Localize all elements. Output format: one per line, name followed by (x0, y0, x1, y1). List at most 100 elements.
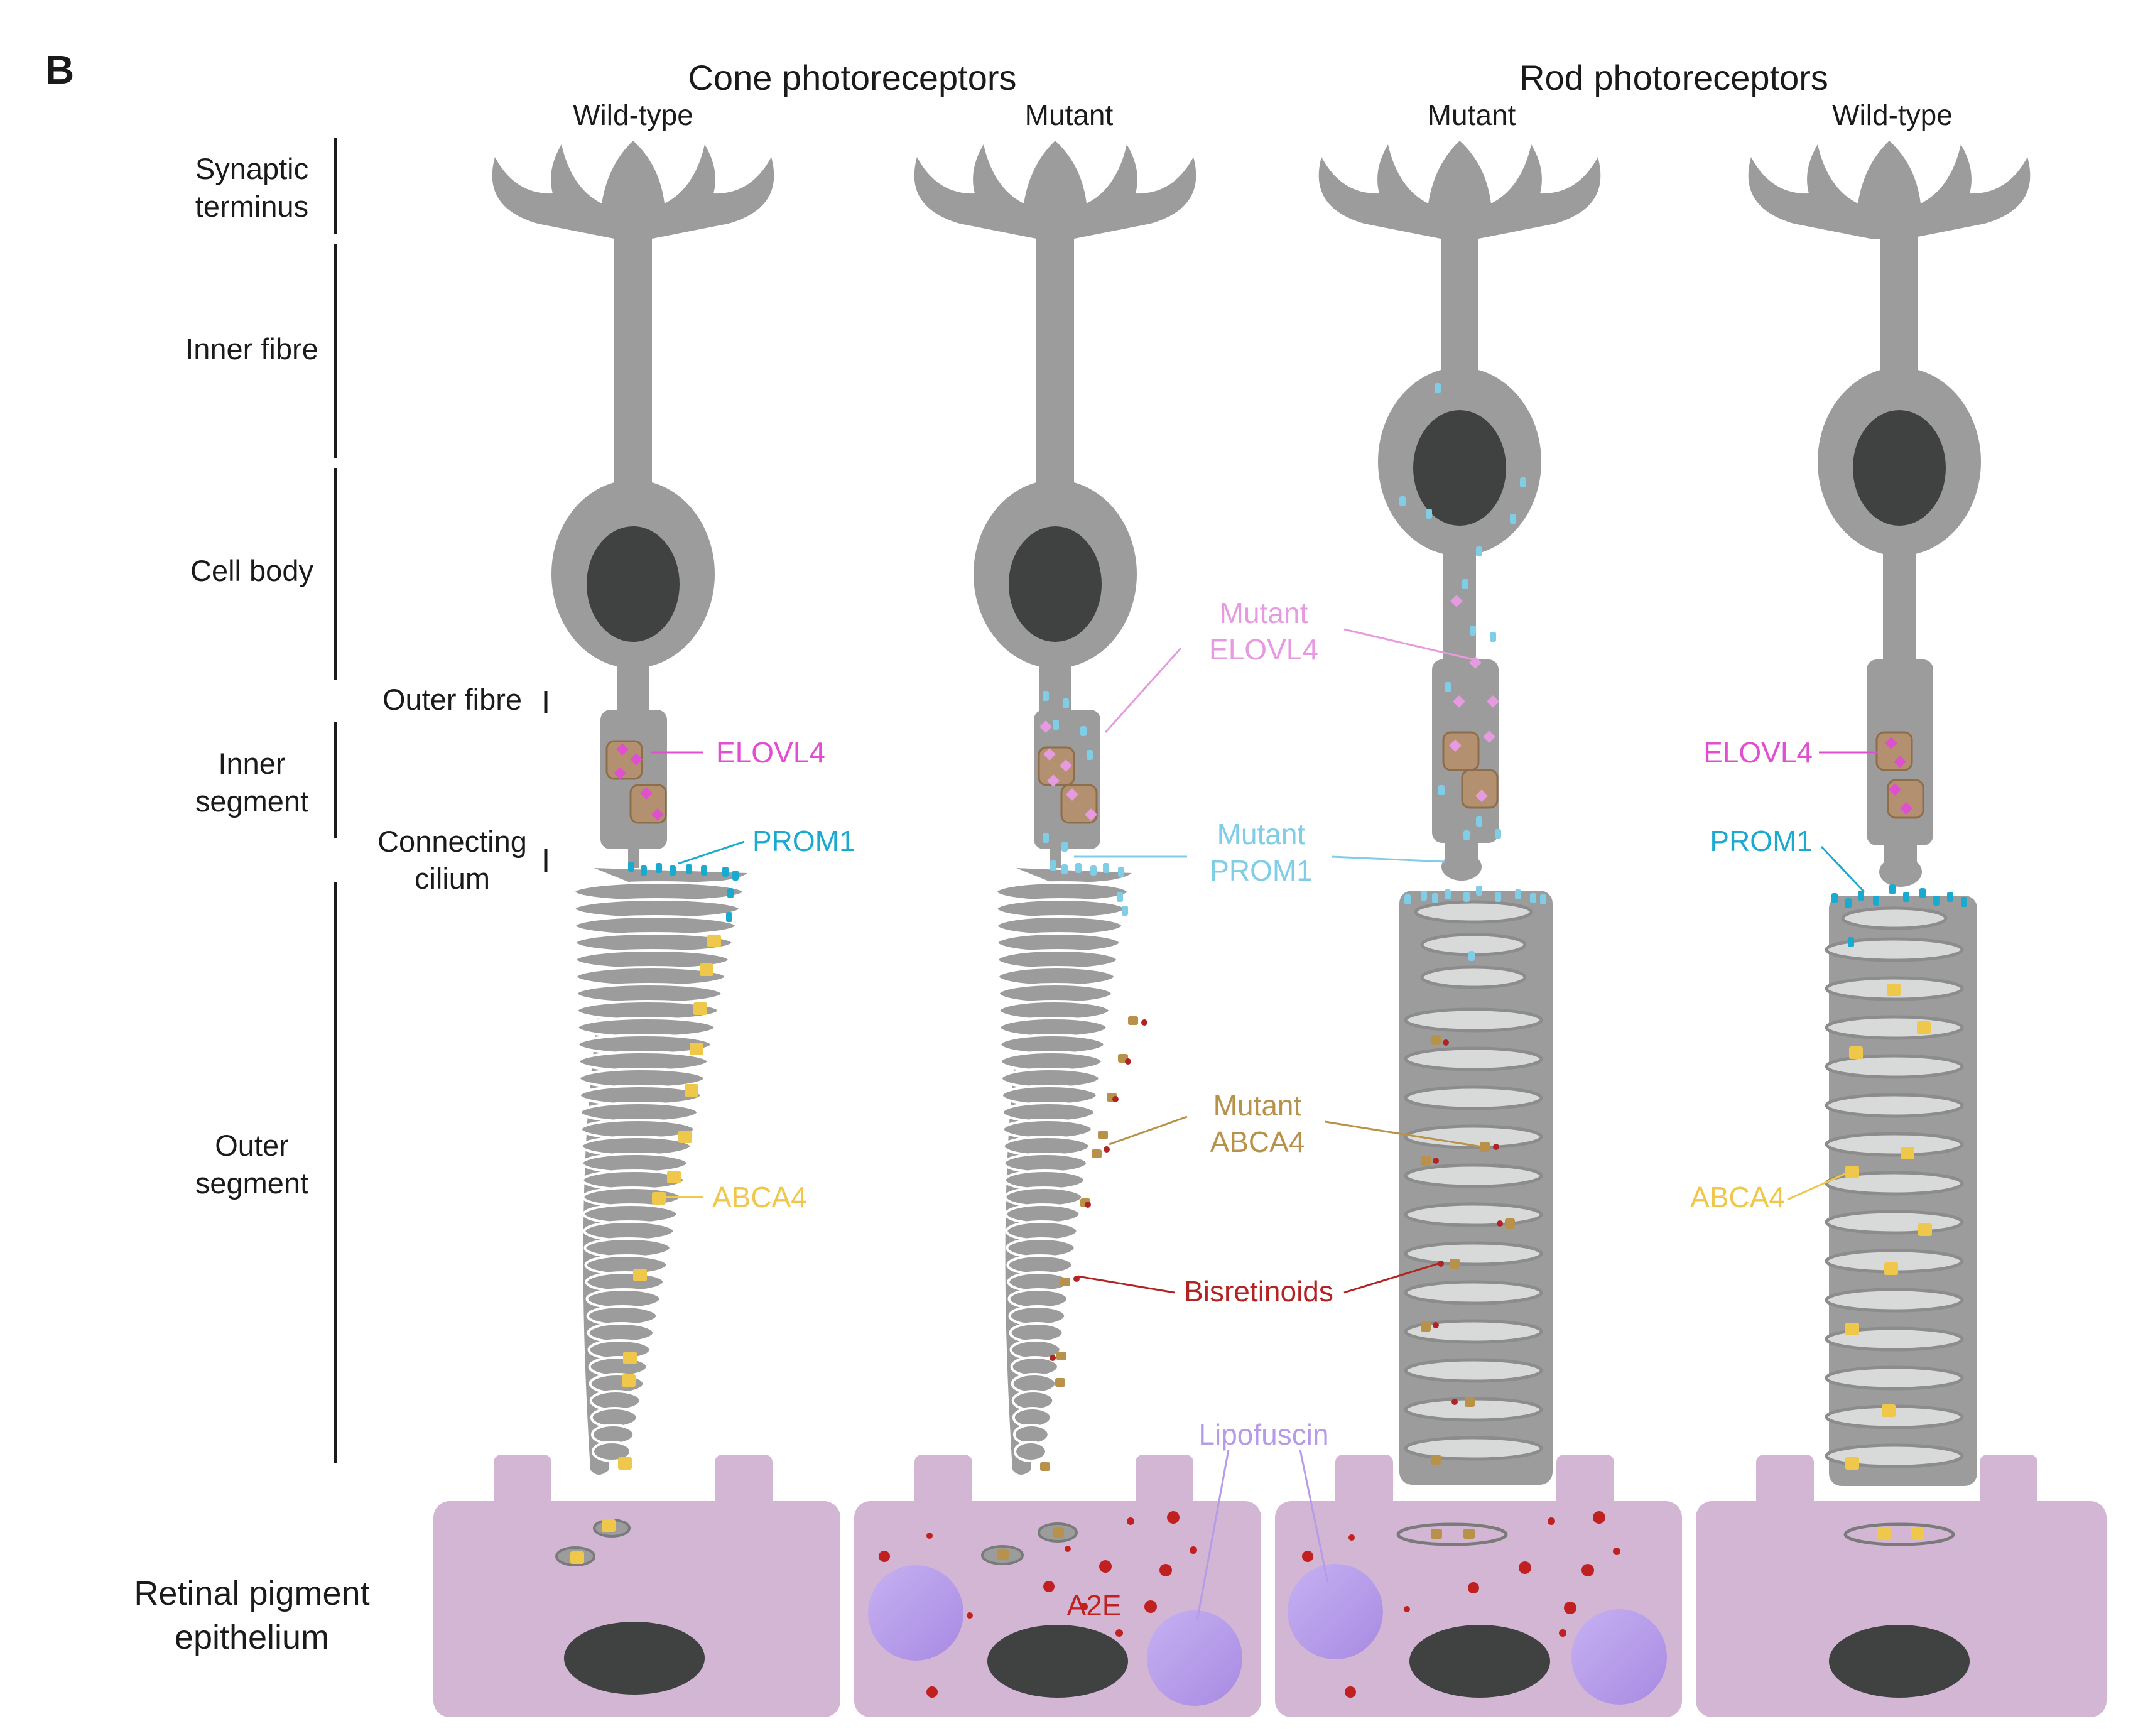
abca4-marker (1040, 1462, 1050, 1471)
synaptic-terminus-label-line1: Synaptic (195, 152, 308, 185)
bisretinoid-dot (1141, 1019, 1147, 1026)
rod-discs (1404, 900, 1543, 1461)
abca4-marker (623, 1352, 637, 1364)
mutant-abca4-label-line2: ABCA4 (1210, 1126, 1305, 1158)
cone-disc (592, 1441, 632, 1462)
bisretinoid-dot (1125, 1058, 1131, 1065)
cone-mutant-label: Mutant (1025, 99, 1114, 131)
synaptic-terminus (914, 141, 1196, 239)
abca4-marker (622, 1374, 636, 1387)
rpe-layer (433, 1455, 2107, 1717)
prom1-marker (686, 864, 692, 874)
outer-segment-label-line1: Outer (215, 1129, 289, 1162)
abca4-marker (1055, 1378, 1065, 1387)
abca4-marker (667, 1171, 681, 1183)
rpe-cell-2 (854, 1455, 1261, 1717)
lipofuscin-granule (1147, 1610, 1242, 1706)
bisretinoids-label: Bisretinoids (1184, 1275, 1333, 1308)
abca4-marker (652, 1192, 666, 1205)
abca4-marker (707, 935, 721, 947)
abca4-marker (690, 1043, 703, 1055)
prom1-marker (726, 912, 732, 922)
abca4-marker (633, 1269, 647, 1281)
abca4-label-rod: ABCA4 (1690, 1181, 1785, 1213)
abca4-marker (1060, 1278, 1070, 1286)
prom1-marker (1061, 864, 1068, 874)
inner-segment-label-line2: segment (195, 784, 308, 818)
bisretinoid-dot (1085, 1202, 1091, 1208)
mutant-prom1-label-line1: Mutant (1217, 818, 1306, 850)
rod-wildtype-label: Wild-type (1832, 99, 1953, 131)
connecting-cilium-label-line1: Connecting (377, 825, 527, 858)
prom1-label-rod: PROM1 (1710, 825, 1813, 857)
prom1-marker (1122, 906, 1128, 916)
rod-wildtype-cell (1748, 141, 2031, 1486)
lipofuscin-granule (1288, 1564, 1383, 1659)
prom1-marker (1118, 867, 1124, 877)
prom1-marker (701, 865, 707, 876)
cone-disc-layer (573, 860, 1147, 1471)
outer-segment-label-line2: segment (195, 1166, 308, 1200)
a2e-particles (1302, 1511, 1620, 1698)
connecting-cilium-label-line2: cilium (415, 862, 490, 895)
outer-fibre-label: Outer fibre (382, 683, 522, 716)
elovl4-label-rod: ELOVL4 (1703, 736, 1813, 769)
rpe-cell-1 (433, 1455, 840, 1717)
lipofuscin-granule (1571, 1609, 1667, 1705)
abca4-marker (693, 1002, 707, 1015)
elovl4-label-cone: ELOVL4 (716, 736, 825, 769)
panel-letter: B (45, 47, 74, 92)
prom1-label-cone: PROM1 (752, 825, 855, 857)
abca4-marker (1128, 1016, 1138, 1025)
abca4-marker (618, 1457, 632, 1470)
prom1-marker (732, 871, 739, 881)
prom1-marker (628, 862, 634, 872)
a2e-label: A2E (1067, 1589, 1122, 1622)
prom1-marker (1075, 863, 1082, 873)
cone-photoreceptors-header: Cone photoreceptors (688, 58, 1016, 97)
prom1-marker (1090, 865, 1097, 876)
cell-body-label: Cell body (190, 554, 313, 587)
bisretinoid-dot (1050, 1355, 1056, 1361)
mutant-elovl4-label-line1: Mutant (1220, 597, 1308, 629)
prom1-marker (1050, 860, 1056, 871)
lipofuscin-granule (868, 1565, 963, 1661)
abca4-marker (1056, 1352, 1066, 1360)
rod-photoreceptors-header: Rod photoreceptors (1519, 58, 1828, 97)
prom1-marker (670, 865, 676, 876)
inner-segment-label-line1: Inner (218, 747, 285, 780)
rpe-cell-3 (1275, 1455, 1682, 1717)
cone-disc (1014, 1441, 1048, 1462)
abca4-label-cone: ABCA4 (712, 1181, 807, 1213)
prom1-marker (1117, 892, 1123, 902)
mutant-abca4-label-line1: Mutant (1213, 1089, 1302, 1122)
leader-lines (651, 628, 1878, 1621)
synaptic-terminus-label-line2: terminus (195, 190, 308, 223)
rpe-label-line1: Retinal pigment (134, 1575, 369, 1612)
bisretinoid-dot (1112, 1096, 1119, 1102)
rod-mutant-label: Mutant (1428, 99, 1516, 131)
inner-fibre-label: Inner fibre (185, 332, 318, 366)
cone-wildtype-label: Wild-type (573, 99, 693, 131)
prom1-marker (722, 867, 729, 877)
lipofuscin-label: Lipofuscin (1198, 1418, 1328, 1451)
mutant-prom1-label-line2: PROM1 (1210, 854, 1313, 887)
synaptic-terminus (492, 141, 774, 239)
side-labels: Synaptic terminus Inner fibre Cell body … (134, 138, 548, 1656)
bisretinoid-dot (1104, 1146, 1110, 1153)
prom1-marker (641, 865, 647, 876)
rod-discs (1825, 906, 1964, 1468)
abca4-marker (1098, 1131, 1108, 1139)
a2e-particles (879, 1511, 1197, 1698)
prom1-marker (656, 863, 662, 873)
abca4-marker (700, 963, 713, 976)
rpe-cell-4 (1696, 1455, 2107, 1717)
abca4-marker (1092, 1149, 1102, 1158)
abca4-marker (685, 1084, 698, 1097)
prom1-marker (727, 888, 734, 898)
prom1-marker (1103, 863, 1109, 873)
mutant-elovl4-label-line2: ELOVL4 (1209, 633, 1318, 666)
abca4-marker (678, 1131, 692, 1143)
rpe-label-line2: epithelium (175, 1619, 329, 1656)
